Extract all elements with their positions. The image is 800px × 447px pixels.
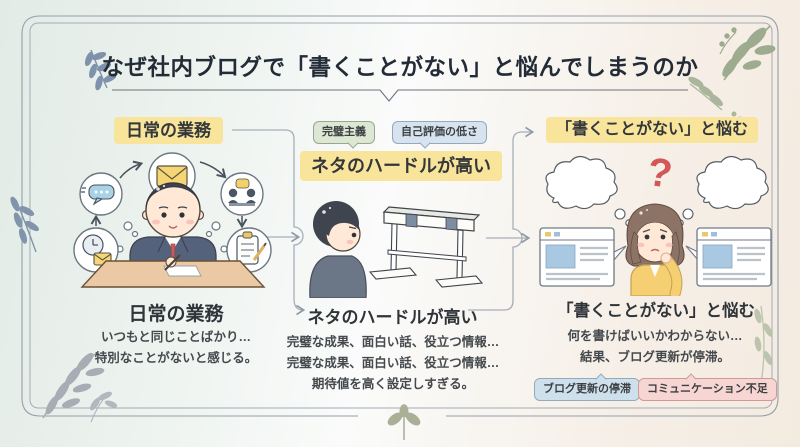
text-line: 特別なことがないと感じる。 <box>94 351 258 365</box>
hurdle-illustration <box>309 201 484 298</box>
badge-low-self-evaluation: 自己評価の低さ <box>392 121 487 144</box>
blog-window-left-icon <box>539 227 627 287</box>
label-daily-work: 日常の業務 <box>114 117 223 144</box>
text-line: 完璧な成果、面白い話、役立つ情報… <box>286 356 500 370</box>
thought-cloud-left-icon <box>545 155 633 227</box>
topic-hurdle-description: 完璧な成果、面白い話、役立つ情報… 完璧な成果、面白い話、役立つ情報… 期待値を… <box>280 332 506 395</box>
badge-perfectionism: 完璧主義 <box>313 121 375 144</box>
badge-blog-stagnation: ブログ更新の停滞 <box>534 378 640 401</box>
desk <box>80 254 266 288</box>
text-line: 何を書けばいいかわからない… <box>567 329 743 343</box>
chat-bubble-icon <box>79 172 123 216</box>
label-topic-hurdle: ネタのハードルが高い <box>300 151 502 181</box>
meeting-icon <box>220 172 264 216</box>
heading-topic-hurdle: ネタのハードルが高い <box>307 308 478 327</box>
sprout-icon <box>387 404 421 440</box>
worker-profile-figure <box>309 201 367 298</box>
badge-communication-shortage: コミュニケーション不足 <box>638 378 777 401</box>
text-line: 結果、ブログ更新が停滞。 <box>579 350 730 364</box>
question-mark-icon: ? <box>645 150 675 197</box>
worry-illustration: ? <box>539 150 772 296</box>
blog-window-right-icon <box>685 227 772 287</box>
worried-woman-figure <box>625 203 685 296</box>
heading-nothing-to-write: 「書くことがない」と悩む <box>557 302 755 320</box>
connector-daily-to-hurdle <box>232 129 306 316</box>
leaf-branch-title-icon <box>84 49 116 91</box>
page-title: なぜ社内ブログで「書くことがない」と悩んでしまうのか <box>101 55 699 80</box>
text-line: 期待値を高く設定しすぎる。 <box>311 377 475 391</box>
hurdle-icon <box>368 206 484 288</box>
daily-work-description: いつもと同じことばかり… 特別なことがないと感じる。 <box>70 327 282 369</box>
text-line: いつもと同じことばかり… <box>100 330 251 344</box>
label-nothing-to-write: 「書くことがない」と悩む <box>546 117 759 143</box>
clock-mail-icon <box>73 227 119 273</box>
daily-work-illustration <box>73 152 272 288</box>
text-line: 完璧な成果、面白い話、役立つ情報… <box>286 335 500 349</box>
worry-description: 何を書けばいいかわからない… 結果、ブログ更新が停滞。 <box>542 326 768 368</box>
thought-cloud-right-icon <box>676 155 769 227</box>
leaf-branch-bottom-left-icon <box>42 352 118 423</box>
leaf-arrangement-top-right-icon <box>688 25 776 125</box>
leaf-branch-left-icon <box>10 196 40 253</box>
heading-daily-work: 日常の業務 <box>128 304 224 325</box>
leaf-branch-right-icon <box>754 305 773 385</box>
title-underline <box>112 89 688 102</box>
